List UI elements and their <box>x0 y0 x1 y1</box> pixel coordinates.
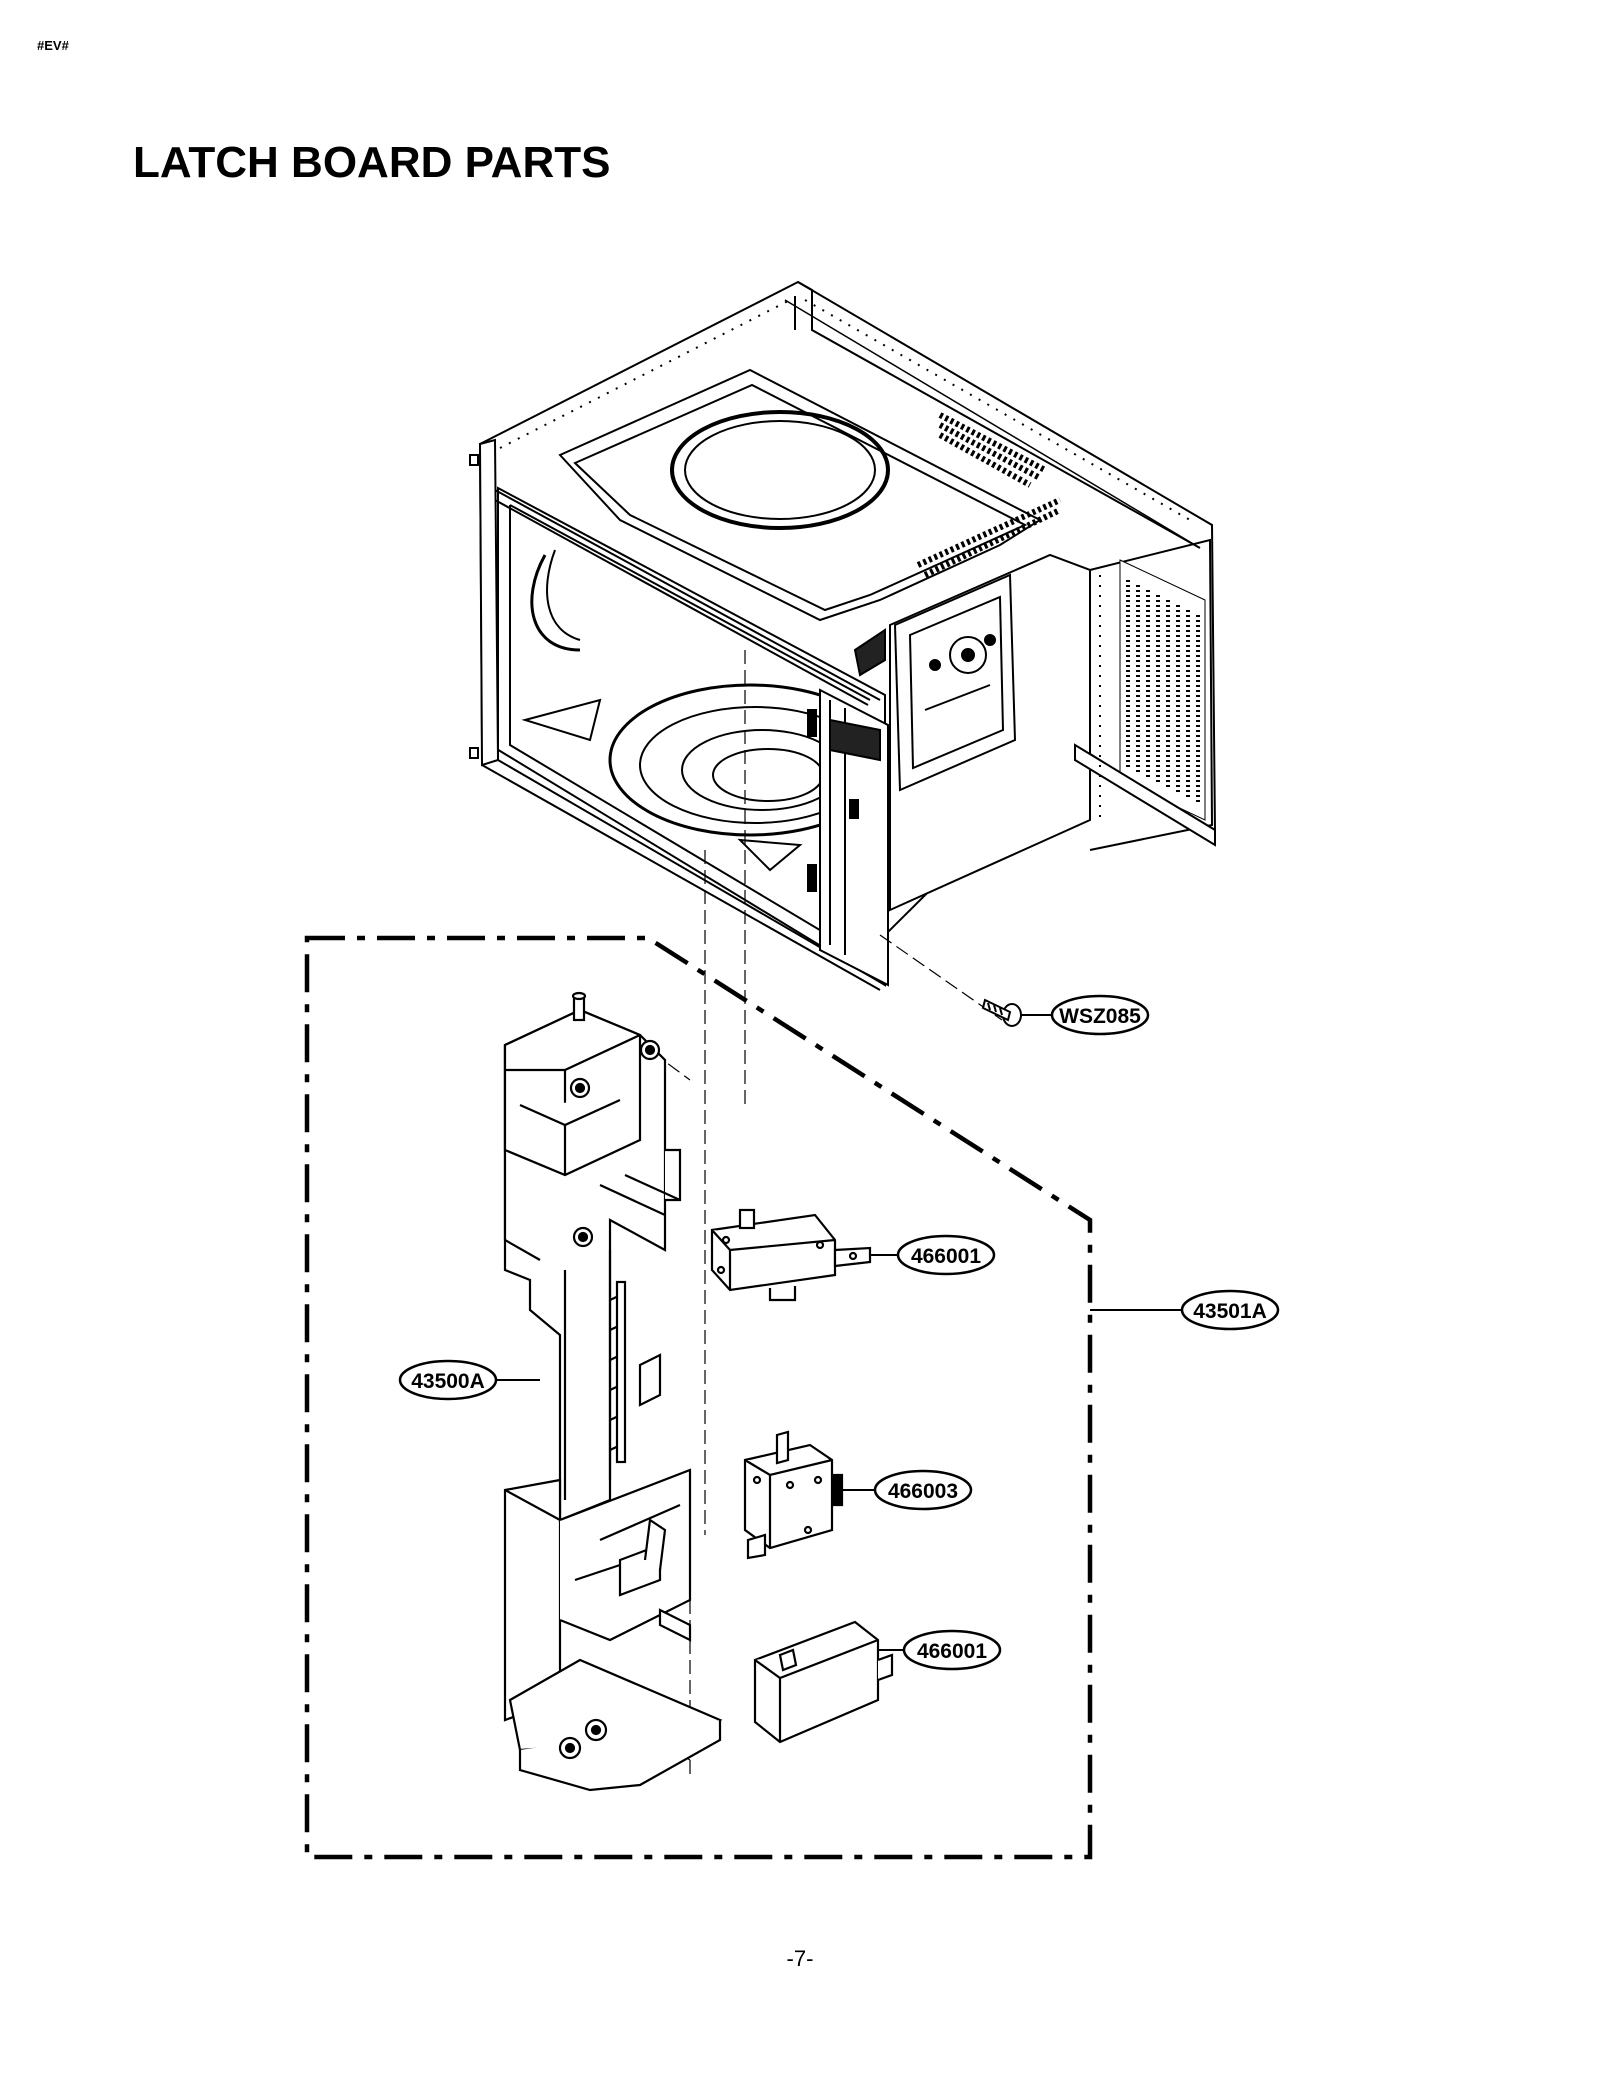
callout-label-466003: 466003 <box>888 1480 958 1503</box>
callout-label-43500a: 43500A <box>411 1370 485 1393</box>
callout-label-466001-top: 466001 <box>911 1245 981 1268</box>
callout-label-wsz085: WSZ085 <box>1059 1005 1141 1028</box>
callout-bubble-466001-top <box>896 1234 996 1276</box>
callout-bubble-wsz085 <box>1050 994 1150 1036</box>
callout-bubble-466001-bottom <box>902 1629 1002 1671</box>
callout-label-43501a: 43501A <box>1193 1300 1267 1323</box>
assembly-43501a-boundary <box>304 935 1093 1860</box>
header-mark: #EV# <box>37 38 69 53</box>
callout-label-466001-bottom: 466001 <box>917 1640 987 1663</box>
latch-board-43500a <box>503 991 723 1792</box>
callout-bubble-466003 <box>873 1469 973 1511</box>
switch-466001-bottom <box>753 1620 894 1744</box>
callout-bubble-43500a <box>398 1359 498 1401</box>
switch-466001-top <box>710 1208 872 1302</box>
screw-wsz085 <box>981 998 1022 1027</box>
page-title: LATCH BOARD PARTS <box>133 138 611 187</box>
oven-cavity-drawing <box>469 280 1217 991</box>
page-number: -7- <box>786 1946 814 1971</box>
switch-466003-middle <box>743 1430 844 1560</box>
callout-bubble-43501a <box>1180 1289 1280 1331</box>
